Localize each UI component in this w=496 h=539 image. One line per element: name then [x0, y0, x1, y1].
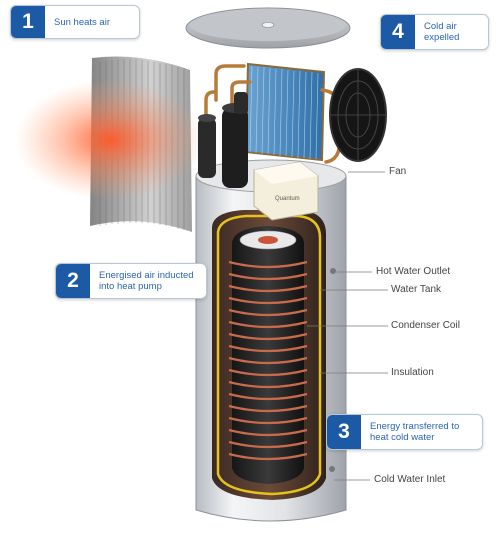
label-fan: Fan — [389, 166, 407, 177]
step-3-badge: 3 Energy transferred to heat cold water — [326, 414, 483, 450]
heat-glow — [15, 80, 205, 200]
step-text: Energy transferred to heat cold water — [370, 421, 460, 443]
label-hot-water-outlet: Hot Water Outlet — [376, 266, 451, 277]
step-number: 2 — [56, 264, 90, 298]
label-water-tank: Water Tank — [391, 284, 442, 295]
heat-pump-unit: Quantum — [198, 62, 387, 221]
label-insulation: Insulation — [391, 367, 434, 378]
cold-water-port — [329, 466, 335, 472]
condenser-coil — [228, 260, 308, 461]
step-4-badge: 4 Cold air expelled — [380, 14, 489, 50]
insulation-layer — [216, 214, 322, 496]
tank-lid — [185, 7, 351, 49]
fan — [329, 68, 387, 162]
step-text: Sun heats air — [54, 16, 110, 28]
step-number: 3 — [327, 415, 361, 449]
step-number: 1 — [11, 6, 45, 38]
label-condenser-coil: Condenser Coil — [391, 320, 460, 331]
step-number: 4 — [381, 15, 415, 49]
hot-water-port — [330, 268, 336, 274]
label-cold-water-inlet: Cold Water Inlet — [374, 474, 446, 485]
brand-badge: Quantum — [275, 196, 300, 202]
step-text: Cold air expelled — [424, 21, 460, 43]
step-text: Energised air inducted into heat pump — [99, 270, 194, 292]
step-1-badge: 1 Sun heats air — [10, 5, 140, 39]
step-2-badge: 2 Energised air inducted into heat pump — [55, 263, 207, 299]
